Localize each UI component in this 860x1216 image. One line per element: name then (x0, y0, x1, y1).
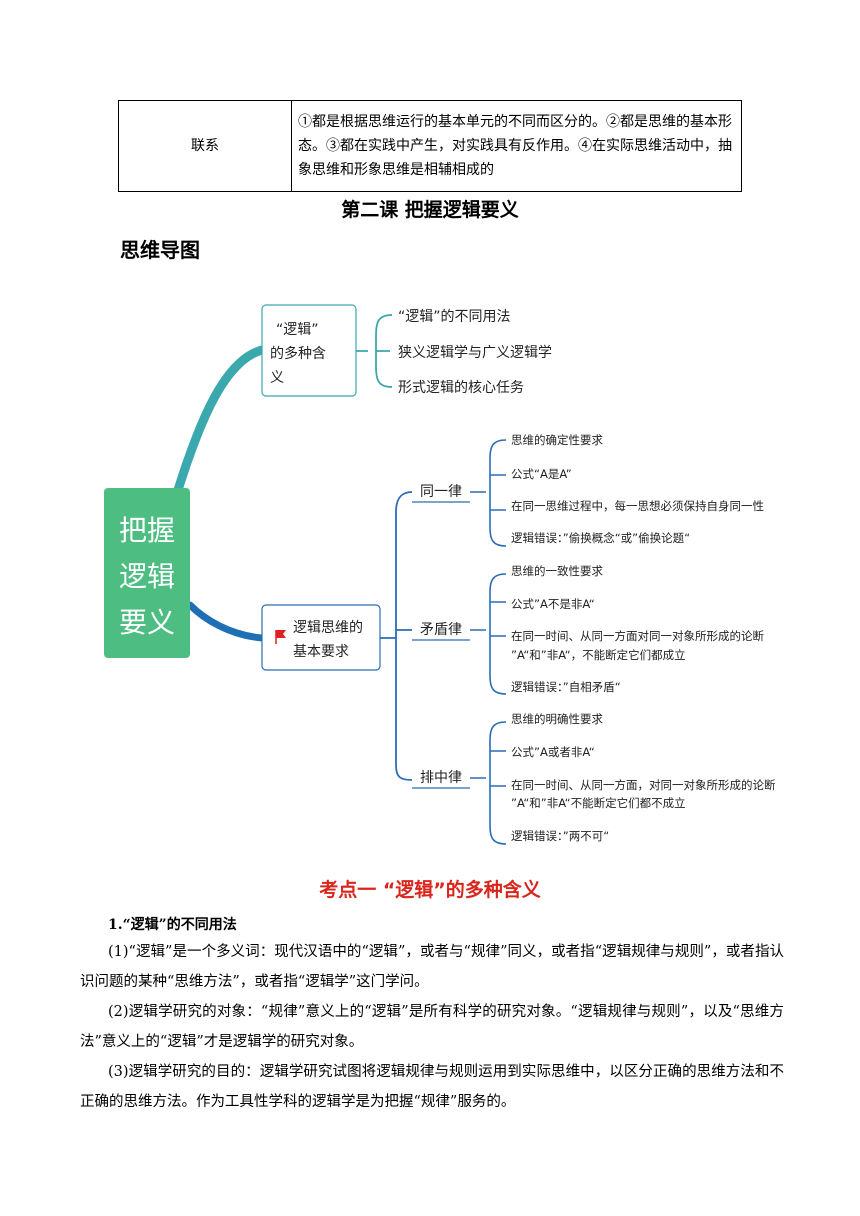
root-line-1: 把握 (119, 514, 175, 547)
law3-item: ”A“和”非A“不能断定它们都不成立 (511, 796, 686, 810)
law1-item: 逻辑错误：”偷换概念“或”偷换论题“ (511, 531, 690, 545)
table-label: 联系 (118, 100, 292, 192)
law-name-maodun: 矛盾律 (420, 622, 462, 638)
lesson-title: 第二课 把握逻辑要义 (341, 199, 519, 221)
law1-bracket (470, 439, 507, 547)
law-name-tongyi: 同一律 (420, 484, 462, 500)
law3-item: 逻辑错误：”两不可“ (511, 829, 609, 843)
flag-icon (275, 630, 286, 644)
sub-title: 1.“逻辑”的不同用法 (108, 917, 237, 933)
root-node (104, 488, 190, 658)
table-content: ①都是根据思维运行的基本单元的不同而区分的。②都是思维的基本形态。③都在实践中产… (291, 100, 742, 192)
branch1-line-3: 义 (270, 370, 284, 386)
law3-item: 在同一时间、从同一方面，对同一对象所形成的论断 (511, 778, 776, 792)
law3-item: 思维的明确性要求 (511, 712, 603, 726)
law1-item: 公式“A是A” (511, 467, 572, 481)
mindmap-title: 思维导图 (120, 238, 200, 262)
law2-item: 思维的一致性要求 (511, 564, 603, 578)
table-row: 联系 ①都是根据思维运行的基本单元的不同而区分的。②都是思维的基本形态。③都在实… (118, 100, 742, 192)
branch1-line-2: 的多种含 (270, 345, 326, 362)
law2-item: 公式”A不是非A“ (511, 597, 595, 611)
law-name-paizhong: 排中律 (420, 770, 462, 786)
branch1-item: 形式逻辑的核心任务 (398, 380, 524, 396)
branch1-bracket (356, 314, 393, 388)
paragraph-3: (3)逻辑学研究的目的：逻辑学研究试图将逻辑规律与规则运用到实际思维中，以区分正… (80, 1064, 784, 1110)
law2-item: ”A“和”非A“，不能断定它们都成立 (511, 648, 686, 662)
branch1-connector (173, 345, 267, 495)
section-title: 考点一 “逻辑”的多种含义 (319, 879, 541, 901)
mindmap-diagram: 把握 逻辑 要义 “逻辑” 的多种含 义 “逻辑”的不同用法 狭义逻辑学与广义逻… (104, 304, 776, 845)
comparison-table: 联系 ①都是根据思维运行的基本单元的不同而区分的。②都是思维的基本形态。③都在实… (118, 100, 742, 192)
law1-item: 在同一思维过程中，每一思想必须保持自身同一性 (511, 499, 764, 513)
law3-tick (490, 750, 506, 787)
branch1-line-1: “逻辑” (276, 322, 319, 338)
branch2-line-1: 逻辑思维的 (293, 620, 363, 636)
law2-tick (490, 601, 506, 637)
root-line-2: 逻辑 (119, 560, 175, 593)
laws-trunk (380, 491, 413, 781)
law2-item: 在同一时间、从同一方面对同一对象所形成的论断 (511, 629, 764, 643)
law1-tick (490, 474, 506, 511)
paragraph-1: (1)“逻辑”是一个多义词：现代汉语中的“逻辑”，或者与“规律”同义，或者指“逻… (80, 944, 784, 990)
law2-item: 逻辑错误：”自相矛盾“ (511, 680, 621, 694)
law2-bracket (470, 573, 507, 695)
law3-bracket (470, 721, 507, 845)
branch2-line-2: 基本要求 (293, 643, 349, 660)
root-line-3: 要义 (119, 606, 175, 639)
paragraph-2: (2)逻辑学研究的对象：“规律”意义上的“逻辑”是所有科学的研究对象。“逻辑规律… (80, 1004, 784, 1050)
branch2-connector (186, 601, 266, 642)
law3-item: 公式”A或者非A“ (511, 745, 595, 759)
branch1-item: “逻辑”的不同用法 (398, 309, 511, 325)
branch1-item: 狭义逻辑学与广义逻辑学 (398, 345, 552, 361)
law1-item: 思维的确定性要求 (511, 433, 603, 447)
